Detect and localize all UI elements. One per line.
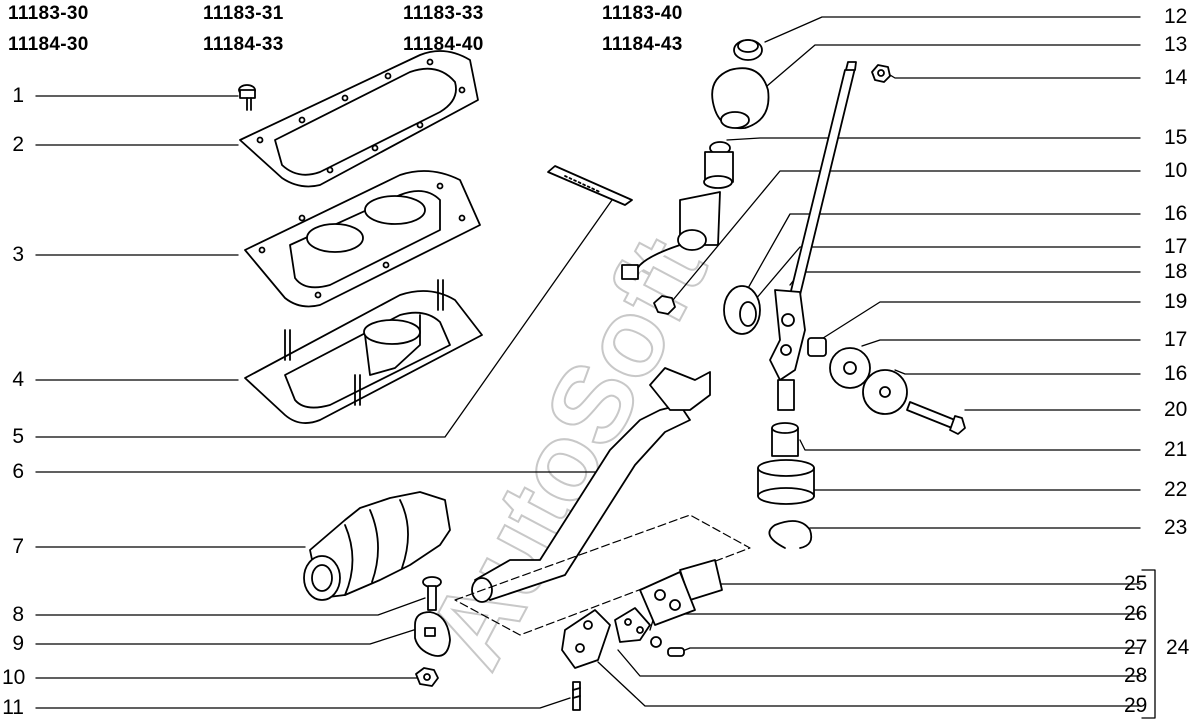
callout-19: 19 [1164,290,1188,313]
callout-26: 26 [1124,602,1148,625]
nut-part-10 [415,667,439,687]
cross-block-part-26 [614,607,651,643]
callout-17: 17 [1164,235,1188,258]
pin-part-27 [667,647,685,657]
callout-22: 22 [1164,478,1188,501]
model-number: 11184-33 [203,34,284,55]
lever-fork-part-19 [769,289,806,411]
callout-10: 10 [2,666,26,689]
shift-knob-part-13 [711,67,770,130]
callout-16: 16 [1164,202,1188,225]
callout-5: 5 [12,425,24,448]
shift-lever-rod [789,61,857,296]
nut-part-10b [653,295,676,315]
callout-14: 14 [1164,66,1188,89]
callout-12: 12 [1164,5,1188,28]
yoke-part-28 [561,609,611,669]
rubber-bushing-part-22 [757,459,815,505]
model-number: 11184-43 [602,34,683,55]
callout-24-group: 24 [1166,636,1190,659]
bolt-part-8 [422,576,442,611]
callout-27: 27 [1124,636,1148,659]
model-number: 11184-30 [8,34,89,55]
cap-part-12 [733,39,763,61]
callout-9: 9 [12,632,24,655]
callout-8: 8 [12,603,24,626]
nut-part-14 [871,64,891,83]
callout-1: 1 [12,84,24,107]
screw-part-11 [572,681,581,711]
callout-2: 2 [12,133,24,156]
callout-10-right: 10 [1164,159,1188,182]
bolt-part-20 [906,401,966,435]
callout-7: 7 [12,535,24,558]
model-number: 11183-33 [403,3,484,24]
model-number: 11184-40 [403,34,484,55]
callout-11: 11 [2,696,24,719]
callout-4: 4 [12,368,24,391]
model-number: 11183-31 [203,3,284,24]
callout-17b: 17 [1164,328,1188,351]
base-plate-part-4 [244,279,483,424]
callout-18: 18 [1164,260,1188,283]
callout-29: 29 [1124,694,1148,717]
joint-shaft-part-25 [639,559,723,626]
group-outline [454,514,751,636]
bellows-boot-part-7 [303,491,451,601]
washer-part-16 [723,285,761,335]
knob-sleeve-part-15 [621,141,734,280]
callout-16b: 16 [1164,362,1188,385]
bushing-part-19 [807,337,827,357]
bushing-part-21 [771,422,799,457]
washer-part-17 [829,347,871,389]
callout-23: 23 [1164,516,1188,539]
callout-20: 20 [1164,398,1188,421]
callout-28: 28 [1124,664,1148,687]
gasket-part-2 [239,50,479,188]
shift-rod-part-6 [471,367,711,603]
model-number: 11183-40 [602,3,683,24]
bolt-part-1 [238,84,256,111]
pin-part-27b [650,636,662,648]
cable-tie-part-5 [547,165,633,206]
callout-25: 25 [1124,572,1148,595]
callout-6: 6 [12,460,24,483]
clamp-part-9 [414,611,451,657]
boot-plate-part-3 [244,170,481,308]
callout-21: 21 [1164,438,1188,461]
washer-part-16b [862,369,908,415]
callout-13: 13 [1164,33,1188,56]
callout-15: 15 [1164,126,1188,149]
model-number: 11183-30 [8,3,89,24]
callout-3: 3 [12,243,24,266]
circlip-part-23 [768,520,813,549]
